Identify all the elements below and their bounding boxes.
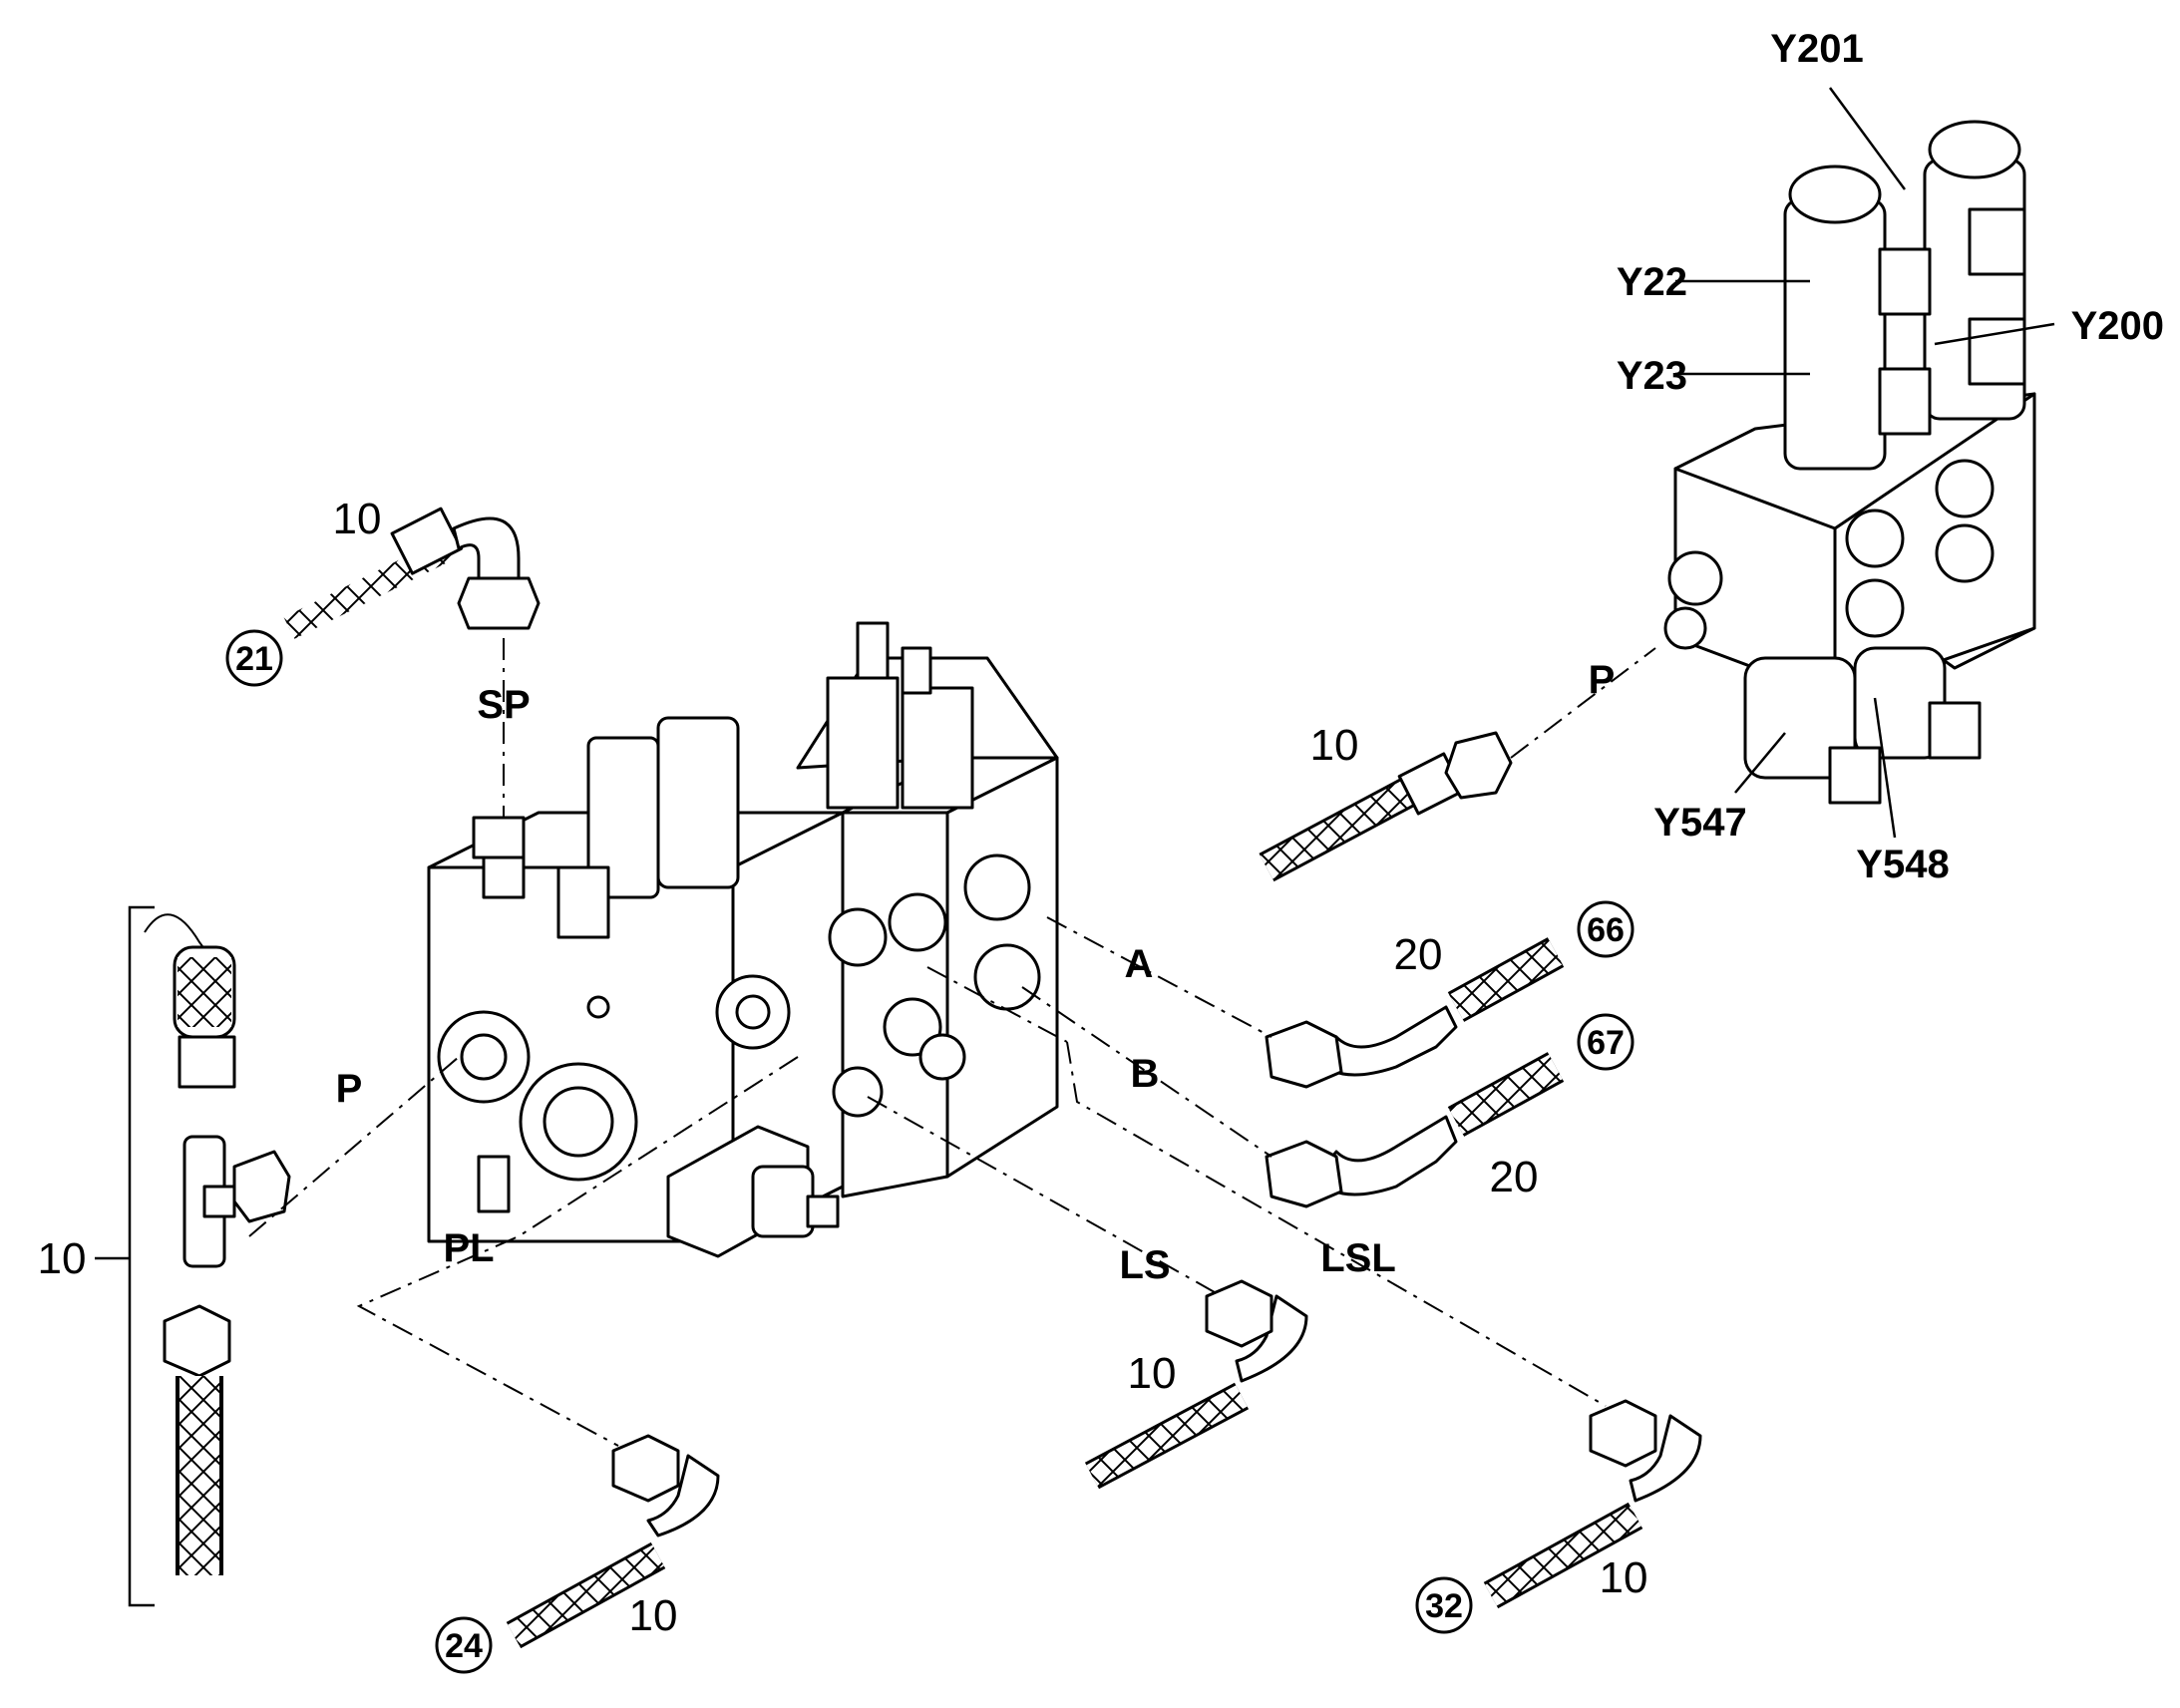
- port-label-p-right: P: [1589, 658, 1616, 702]
- qty-label-hose-a: 20: [1394, 930, 1443, 979]
- solenoid-label-y201: Y201: [1770, 27, 1863, 71]
- port-label-b: B: [1131, 1052, 1160, 1096]
- qty-label-kit-p: 10: [38, 1234, 87, 1283]
- port-label-lsl: LSL: [1320, 1236, 1396, 1280]
- callout-66-text: 66: [1587, 911, 1625, 949]
- hose-assembly-pl: [506, 1434, 720, 1649]
- port-label-ls: LS: [1119, 1243, 1170, 1287]
- hose-assembly-a: [1265, 937, 1565, 1089]
- callout-21: 21: [225, 629, 283, 687]
- solenoid-label-y23: Y23: [1617, 354, 1687, 398]
- callout-21-text: 21: [235, 640, 273, 678]
- solenoid-label-y200: Y200: [2071, 304, 2164, 348]
- callout-32-text: 32: [1425, 1587, 1463, 1625]
- test-coupling-kit: [144, 913, 291, 1575]
- leader-lines: [95, 87, 2055, 1607]
- hose-assembly-lsl: [1483, 1399, 1702, 1609]
- qty-label-hose-lsl: 10: [1600, 1553, 1648, 1602]
- qty-label-hose-p-right: 10: [1310, 721, 1359, 770]
- solenoid-label-y548: Y548: [1856, 843, 1949, 886]
- qty-label-hose-b: 20: [1490, 1153, 1539, 1201]
- qty-label-hose-pl: 10: [629, 1591, 678, 1640]
- callout-24-text: 24: [445, 1627, 483, 1665]
- port-label-a: A: [1125, 942, 1154, 986]
- callout-66: 66: [1577, 900, 1635, 958]
- callout-32: 32: [1415, 1576, 1473, 1634]
- hose-assembly-p-right: [1259, 731, 1513, 882]
- solenoid-label-y547: Y547: [1653, 801, 1746, 845]
- qty-label-hose-ls: 10: [1128, 1349, 1177, 1398]
- port-label-pl: PL: [443, 1226, 494, 1270]
- qty-label-hose-sp: 10: [333, 495, 382, 543]
- main-valve-block: [427, 621, 1059, 1258]
- callout-67: 67: [1577, 1013, 1635, 1071]
- hose-assembly-sp: [283, 507, 541, 639]
- solenoid-label-y22: Y22: [1617, 260, 1687, 304]
- port-label-sp: SP: [477, 683, 530, 727]
- hose-assembly-b: [1265, 1052, 1565, 1208]
- port-label-p-left: P: [336, 1067, 363, 1111]
- callout-24: 24: [435, 1616, 493, 1674]
- callout-67-text: 67: [1587, 1024, 1625, 1062]
- solenoid-valve-block: [1663, 120, 2036, 805]
- hose-assembly-ls: [1084, 1279, 1308, 1490]
